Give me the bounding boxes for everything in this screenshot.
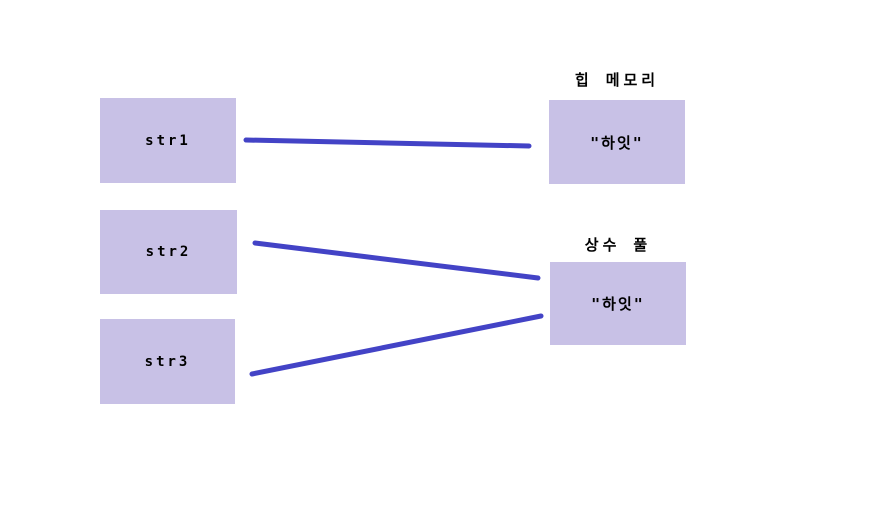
pool-string-value: "하잇"	[591, 295, 645, 313]
heap-memory-box: "하잇"	[549, 100, 685, 184]
variable-label-str1: str1	[145, 132, 191, 149]
constant-pool-box: "하잇"	[550, 262, 686, 345]
heap-memory-title: 힙 메모리	[549, 70, 685, 90]
variable-label-str2: str2	[145, 244, 192, 260]
connection-line-str2-to-pool	[252, 240, 541, 281]
constant-pool-title-text: 상수 풀	[584, 236, 652, 254]
variable-box-str2: str2	[100, 210, 237, 294]
variable-box-str3: str3	[100, 319, 235, 404]
connection-line-str3-to-pool	[249, 313, 544, 377]
heap-string-value: "하잇"	[590, 133, 644, 152]
constant-pool-title: 상수 풀	[550, 235, 686, 255]
connection-line-str1-to-heap	[243, 137, 532, 149]
variable-box-str1: str1	[100, 98, 236, 183]
variable-label-str3: str3	[144, 353, 191, 370]
heap-memory-title-text: 힙 메모리	[574, 71, 660, 89]
